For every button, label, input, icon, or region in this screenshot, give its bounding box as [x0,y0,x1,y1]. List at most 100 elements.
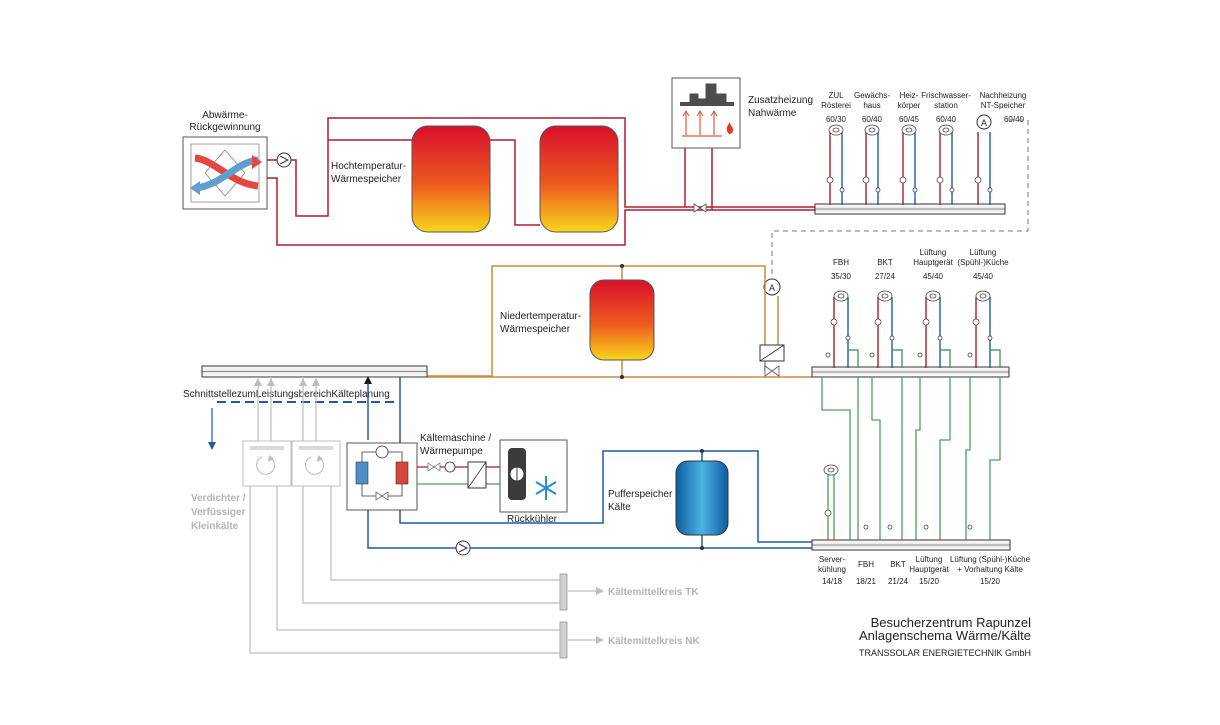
heat-exchanger-small [759,344,785,377]
mid-consumer-labels: FBH 35/30 BKT 27/24 Lüftung Hauptgerät 4… [831,248,1009,281]
refrigerant-manifold-tk [559,573,568,611]
mid-consumer-3-l2: Hauptgerät [913,258,953,267]
cold-consumer-2-l1: FBH [858,560,874,569]
heat-recovery-unit [182,136,268,210]
nt-distributor [811,366,1010,378]
cold-consumer-2-temp: 18/21 [856,577,877,586]
cold-buffer-tank [675,449,729,550]
recooler-piping [417,466,500,485]
chiller-unit [346,442,418,511]
recooler-exchanger [427,461,487,489]
top-consumer-2-temp: 60/40 [862,115,883,124]
top-consumer-5-l1: Nachheizung [980,91,1027,100]
buffer-label-1: Pufferspeicher [608,489,673,500]
compressor-label-1: Verdichter / [191,493,246,504]
cold-consumer-3-l1: BKT [890,560,906,569]
refrigerant-tk-label: Kältemittelkreis TK [608,587,699,598]
top-consumer-labels: ZUL Rösterei 60/30 Gewächs- haus 60/40 H… [821,91,1026,124]
mid-temp-sensor: A [763,278,781,296]
cold-pump [455,540,471,556]
top-consumer-symbols [826,124,993,193]
cold-consumer-symbols [823,464,973,530]
main-header-left [201,365,428,378]
top-consumer-3-l1: Heiz- [900,91,919,100]
nt-storage-label-1: Niedertemperatur- [500,311,581,322]
mid-sensor-letter: A [769,283,775,293]
cold-consumer-4-l1: Lüftung [916,555,943,564]
zusatz-label-1: Zusatzheizung [748,95,813,106]
mid-consumer-1-l1: FBH [833,258,849,267]
top-consumer-circuits [829,130,991,205]
mid-consumer-symbols [825,290,993,358]
schnittstelle-label: SchnittstellezumLeistungsbereichKältepla… [183,389,390,400]
top-consumer-1-temp: 60/30 [826,115,847,124]
nt-storage-label-2: Wärmespeicher [500,324,571,335]
mid-consumer-4-l2: (Spühl-)Küche [957,258,1009,267]
cold-consumer-3-temp: 21/24 [888,577,909,586]
top-consumer-1-l2: Rösterei [821,101,851,110]
refrigerant-manifold-nk [559,621,568,659]
buffer-label-2: Kälte [608,502,631,513]
snowflake-icon [535,476,557,500]
top-consumer-3-temp: 60/45 [899,115,920,124]
nt-storage-tank [589,264,655,379]
company-name: TRANSSOLAR ENERGIETECHNIK GmbH [859,648,1031,658]
ht-storage-tank-1 [411,125,491,233]
cold-distributor [811,539,1011,551]
control-dashed-line [771,119,1029,278]
ht-piping [267,117,815,246]
compressor-unit-1 [242,440,292,487]
mid-consumer-2-temp: 27/24 [875,272,896,281]
top-sensor-letter: A [981,118,987,128]
ht-storage-tank-2 [539,125,619,233]
compressor-unit-2 [291,440,341,487]
mid-consumer-1-temp: 35/30 [831,272,852,281]
ht-distributor [814,203,1006,215]
district-valve [693,203,707,213]
top-consumer-4-l2: station [934,101,958,110]
ht-pump [276,152,292,168]
mid-consumer-4-temp: 45/40 [973,272,994,281]
top-consumer-2-l2: haus [863,101,880,110]
top-consumer-2-l1: Gewächs- [854,91,890,100]
chiller-label-2: Wärmepumpe [420,446,483,457]
top-consumer-4-temp: 60/40 [936,115,957,124]
nt-piping [427,265,812,378]
title-line-1: Besucherzentrum Rapunzel [871,615,1032,630]
cold-consumer-4-temp: 15/20 [919,577,940,586]
mid-consumer-4-l1: Lüftung [970,248,997,257]
refrigerant-piping [249,377,598,654]
cold-consumer-labels: Server- kühlung 14/18 FBH 18/21 BKT 21/2… [818,555,1031,586]
cold-consumer-4-l2: Hauptgerät [909,565,949,574]
top-consumer-4-l1: Frischwasser- [921,91,971,100]
mid-consumer-3-temp: 45/40 [923,272,944,281]
ht-storage-label-1: Hochtemperatur- [331,161,406,172]
top-consumer-1-l1: ZUL [828,91,844,100]
interface-arrow [208,408,216,450]
refrigerant-nk-label: Kältemittelkreis NK [608,636,700,647]
top-temp-sensor: A [976,114,992,130]
ht-storage-label-2: Wärmespeicher [331,174,402,185]
cold-consumer-1-temp: 14/18 [822,577,843,586]
district-heat-unit [671,77,741,149]
top-consumer-5-l2: NT-Speicher [981,101,1026,110]
recooler-unit [499,439,568,513]
title-line-2: Anlagenschema Wärme/Kälte [859,628,1031,643]
abwaerme-label-1: Abwärme- [202,110,248,121]
compressor-label-2: Verfüssiger [191,507,246,518]
cold-consumer-1-l1: Server- [819,555,846,564]
mid-consumer-circuits [833,297,1001,368]
top-consumer-3-l2: körper [898,101,921,110]
cold-consumer-1-l2: kühlung [818,565,846,574]
compressor-label-3: Kleinkälte [191,521,239,532]
cold-piping [364,376,812,549]
recooler-label: Rückkühler [507,514,558,525]
refrigerant-arrows [254,378,604,644]
cold-consumer-5-l1: Lüftung (Spühl-)Küche [950,555,1031,564]
mid-consumer-2-l1: BKT [877,258,893,267]
abwaerme-label-2: Rückgewinnung [189,122,260,133]
chiller-label-1: Kältemaschine / [420,433,491,444]
zusatz-label-2: Nahwärme [748,108,797,119]
cold-consumer-5-l2: + Vorhaltung Kälte [957,565,1023,574]
